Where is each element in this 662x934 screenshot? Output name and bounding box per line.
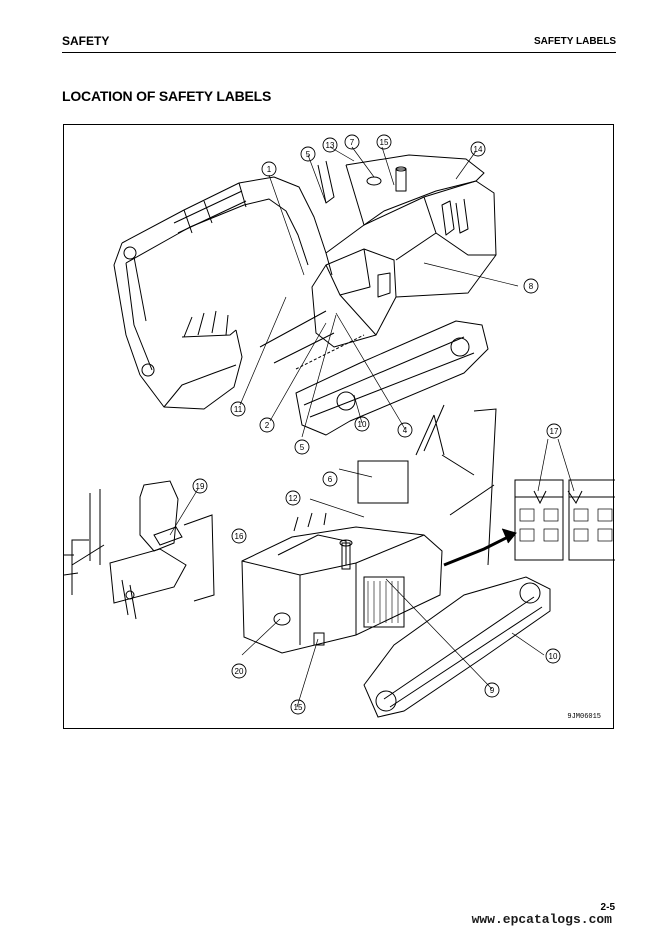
callout-numbers: 1 5 13 7 15 14 8 11 2 10 4 5 6 12 19 16 … <box>196 138 559 712</box>
callout-label: 17 <box>550 427 559 436</box>
header-rule <box>62 52 616 53</box>
watermark-text[interactable]: www.epcatalogs.com <box>471 912 612 927</box>
rear-view <box>241 404 551 718</box>
callout-label: 5 <box>306 150 311 159</box>
battery-detail <box>514 438 615 561</box>
excavator-drawing: 1 5 13 7 15 14 8 11 2 10 4 5 6 12 19 16 … <box>64 134 615 718</box>
callout-20 <box>231 663 247 679</box>
page-title: LOCATION OF SAFETY LABELS <box>62 88 272 104</box>
callout-6 <box>322 471 338 487</box>
callout-19 <box>192 478 208 494</box>
safety-label-figure: 1 5 13 7 15 14 8 11 2 10 4 5 6 12 19 16 … <box>63 124 615 729</box>
callout-7 <box>344 134 360 150</box>
callout-label: 12 <box>289 494 298 503</box>
callout-label: 8 <box>529 282 534 291</box>
callout-markers <box>192 134 562 715</box>
callout-15a <box>376 134 392 150</box>
callout-label: 15 <box>294 703 303 712</box>
figure-code: 9JM06015 <box>567 713 601 721</box>
callout-1 <box>261 161 277 177</box>
callout-label: 14 <box>474 145 483 154</box>
seat-detail <box>64 480 215 620</box>
callout-5b <box>294 439 310 455</box>
callout-9 <box>484 682 500 698</box>
callout-12 <box>322 137 338 153</box>
callout-label: 10 <box>549 652 558 661</box>
callout-11 <box>230 401 246 417</box>
callout-label: 10 <box>358 420 367 429</box>
callout-label: 6 <box>328 475 333 484</box>
callout-label: 9 <box>490 686 495 695</box>
callout-label: 11 <box>234 405 243 414</box>
callout-label: 1 <box>267 165 272 174</box>
callout-label: 4 <box>403 426 408 435</box>
callout-17 <box>546 423 562 439</box>
callout-14 <box>470 141 486 157</box>
callout-label: 16 <box>235 532 244 541</box>
callout-10b <box>545 648 561 664</box>
callout-16 <box>290 699 306 715</box>
callout-label: 2 <box>265 421 270 430</box>
rear-leader-lines <box>241 468 545 708</box>
page-number: 2-5 <box>600 902 615 913</box>
callout-4 <box>397 422 413 438</box>
excavator-top-view <box>113 154 497 436</box>
callout-label: 5 <box>300 443 305 452</box>
subsection-header: SAFETY LABELS <box>533 36 616 47</box>
callout-label: 13 <box>326 141 335 150</box>
callout-18 <box>231 528 247 544</box>
callout-label: 7 <box>350 138 355 147</box>
top-leader-lines <box>239 146 519 438</box>
callout-label: 15 <box>380 138 389 147</box>
callout-label: 19 <box>196 482 205 491</box>
callout-2 <box>259 417 275 433</box>
callout-13 <box>285 490 301 506</box>
callout-label: 20 <box>235 667 244 676</box>
callout-10a <box>354 416 370 432</box>
seat-leader <box>169 488 199 536</box>
section-header: SAFETY <box>62 34 110 48</box>
callout-8 <box>523 278 539 294</box>
callout-5a <box>300 146 316 162</box>
